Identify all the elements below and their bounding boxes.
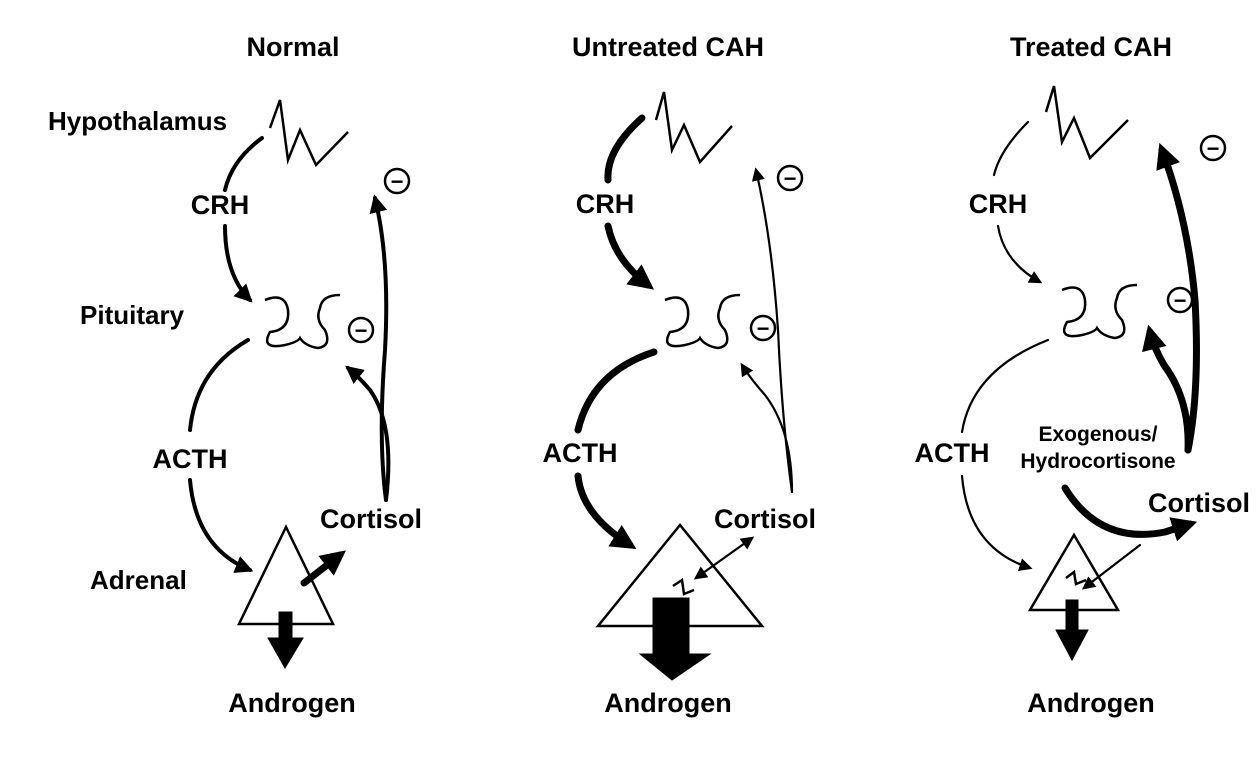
negative-sign: − xyxy=(1174,288,1187,313)
pituitary-label: Pituitary xyxy=(80,300,185,330)
negative-feedback-hypothalamus-icon xyxy=(1199,134,1227,162)
negative-feedback-hypothalamus-icon xyxy=(776,164,804,192)
hypothalamus-to-crh-line xyxy=(223,136,264,192)
cortisol-to-pituitary-feedback-arrow xyxy=(1142,324,1192,454)
androgen-arrow-shaft xyxy=(278,611,293,641)
negative-feedback-pituitary-icon xyxy=(347,316,375,344)
cortisol-to-hypothalamus-feedback-arrow xyxy=(369,194,389,502)
acth-arrow xyxy=(188,478,254,573)
enzyme-block-icon xyxy=(1065,569,1087,586)
hypothalamus-icon xyxy=(1044,85,1129,161)
panel-normal: Normal Hypothalamus Pituitary Adrenal CR… xyxy=(48,32,422,718)
hypothalamus-to-crh-line xyxy=(604,114,646,184)
panel-untreated-cah: Untreated CAH CRH ACTH Cortisol − − Andr… xyxy=(543,32,817,718)
negative-sign: − xyxy=(757,316,770,341)
cortisol-label: Cortisol xyxy=(320,504,422,534)
negative-feedback-pituitary-icon xyxy=(749,314,777,342)
hypothalamus-to-crh-line xyxy=(992,120,1030,177)
crh-label: CRH xyxy=(576,189,635,219)
crh-arrow xyxy=(223,224,253,303)
cortisol-label: Cortisol xyxy=(1148,488,1250,518)
panel-title: Untreated CAH xyxy=(572,32,764,62)
androgen-label: Androgen xyxy=(1027,688,1155,718)
pituitary-to-acth-line xyxy=(960,338,1050,434)
crh-label: CRH xyxy=(191,190,250,220)
negative-sign: − xyxy=(355,318,368,343)
negative-feedback-hypothalamus-icon xyxy=(383,167,411,195)
acth-arrow xyxy=(960,474,1033,572)
adrenal-label: Adrenal xyxy=(90,565,187,595)
negative-feedback-pituitary-icon xyxy=(1166,286,1194,314)
pituitary-icon xyxy=(1061,283,1138,340)
exogenous-label-line2: Hydrocortisone xyxy=(1020,450,1175,473)
negative-sign: − xyxy=(784,166,797,191)
androgen-arrow-shaft xyxy=(652,597,690,657)
androgen-arrow-shaft xyxy=(1065,599,1079,633)
pituitary-icon xyxy=(664,293,741,350)
crh-arrow xyxy=(604,222,655,290)
acth-label: ACTH xyxy=(915,438,990,468)
acth-label: ACTH xyxy=(543,438,618,468)
pituitary-to-acth-line xyxy=(188,338,250,432)
exogenous-label-line1: Exogenous/ xyxy=(1038,423,1157,446)
cortisol-to-pituitary-feedback-arrow xyxy=(740,362,794,494)
androgen-arrow-head xyxy=(267,637,304,669)
negative-sign: − xyxy=(391,169,404,194)
pituitary-to-acth-line xyxy=(574,348,658,434)
cortisol-to-hypothalamus-feedback-arrow xyxy=(751,167,794,494)
panel-title: Treated CAH xyxy=(1010,32,1172,62)
adrenal-cortisol-arrow xyxy=(300,550,346,587)
acth-arrow xyxy=(574,472,637,550)
hypothalamus-label: Hypothalamus xyxy=(48,106,227,136)
cortisol-label: Cortisol xyxy=(714,504,816,534)
androgen-label: Androgen xyxy=(604,688,732,718)
hypothalamus-icon xyxy=(654,91,733,165)
androgen-label: Androgen xyxy=(228,688,356,718)
adrenal-cortisol-arrow xyxy=(693,536,755,580)
pituitary-icon xyxy=(264,293,341,350)
adrenal-cortisol-arrow xyxy=(1081,543,1142,590)
crh-arrow xyxy=(996,224,1043,284)
crh-label: CRH xyxy=(969,189,1028,219)
panel-treated-cah: Treated CAH CRH ACTH Exogenous/ Hydrocor… xyxy=(915,32,1251,718)
panel-title: Normal xyxy=(246,32,339,62)
androgen-arrow-head xyxy=(638,653,712,681)
cortisol-to-hypothalamus-feedback-arrow xyxy=(1156,142,1200,454)
hydrocortisone-to-cortisol-arrow xyxy=(1061,484,1198,542)
negative-sign: − xyxy=(1207,136,1220,161)
cortisol-to-pituitary-feedback-arrow xyxy=(345,365,391,502)
hypothalamus-icon xyxy=(268,99,349,168)
androgen-arrow-head xyxy=(1055,629,1089,662)
enzyme-block-icon xyxy=(672,577,695,596)
acth-label: ACTH xyxy=(153,444,228,474)
